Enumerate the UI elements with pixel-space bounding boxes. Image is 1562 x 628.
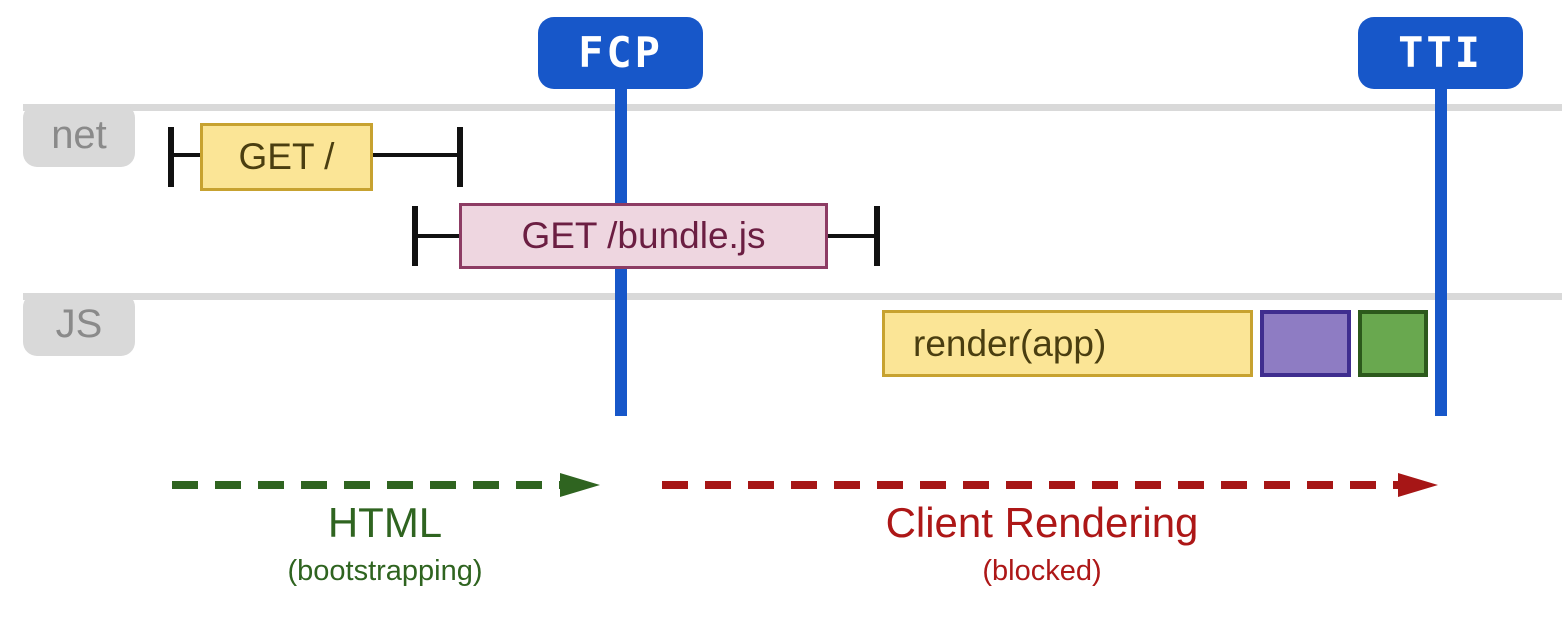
html-phase-subtitle: (bootstrapping) (287, 555, 483, 587)
net-lane-label: net (23, 104, 135, 167)
get-bundle-whisker-cap-right (874, 206, 880, 266)
render-app-bar-label: render(app) (913, 322, 1107, 364)
get-bundle-bar-label: GET /bundle.js (521, 215, 766, 256)
fcp-badge: FCP (538, 17, 703, 89)
tti-badge: TTI (1358, 17, 1523, 89)
net-lane-track (23, 104, 1562, 111)
green-task-bar (1358, 310, 1428, 377)
client-rendering-phase-arrow (662, 473, 1438, 497)
purple-task-bar (1260, 310, 1351, 377)
get-root-bar: GET / (200, 123, 373, 191)
get-root-whisker-cap-right (457, 127, 463, 187)
get-bundle-whisker-cap-left (412, 206, 418, 266)
client-rendering-phase-label-group: Client Rendering (blocked) (792, 498, 1292, 590)
client-rendering-phase-subtitle: (blocked) (982, 555, 1102, 587)
js-lane-track (23, 293, 1562, 300)
render-app-bar: render(app) (882, 310, 1253, 377)
get-bundle-bar: GET /bundle.js (459, 203, 828, 269)
html-phase-title: HTML (327, 499, 443, 546)
tti-marker-line (1435, 80, 1447, 416)
get-root-whisker-cap-left (168, 127, 174, 187)
get-root-bar-label: GET / (238, 136, 335, 177)
html-phase-arrow (172, 473, 600, 497)
client-rendering-phase-title: Client Rendering (885, 499, 1199, 546)
js-lane-label: JS (23, 293, 135, 356)
html-phase-label-group: HTML (bootstrapping) (135, 498, 635, 590)
